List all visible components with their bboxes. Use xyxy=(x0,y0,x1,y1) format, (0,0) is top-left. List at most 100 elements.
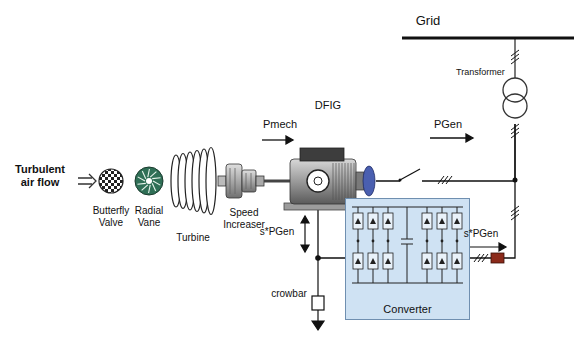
slip-power-arrow xyxy=(301,245,309,252)
radial-vane xyxy=(149,185,151,193)
generator-machine xyxy=(354,163,355,200)
transformer-symbol xyxy=(503,78,527,102)
converter-bridge xyxy=(346,199,469,295)
power-wire xyxy=(318,210,345,258)
airflow-arrow xyxy=(78,178,92,184)
radial-vane xyxy=(138,177,145,181)
generator-machine xyxy=(333,163,354,200)
converter-bridge xyxy=(370,258,376,264)
generator-machine xyxy=(300,148,344,161)
converter-bridge xyxy=(357,240,360,243)
converter-bridge xyxy=(456,240,459,243)
crowbar-symbol xyxy=(312,296,324,310)
radial-vane xyxy=(150,172,156,178)
crowbar-symbol xyxy=(317,258,318,296)
node-label: Converter xyxy=(383,303,431,316)
converter-bridge xyxy=(437,213,447,229)
radial-vane xyxy=(135,167,163,195)
converter-bridge xyxy=(401,207,413,283)
converter-bridge xyxy=(355,258,361,264)
part-label: Pmech xyxy=(258,118,302,131)
part-label: s*PGen xyxy=(452,228,510,240)
converter-bridge xyxy=(439,218,445,224)
junction-dot xyxy=(513,178,518,183)
radial-vane xyxy=(142,171,145,179)
node-label: Transformer xyxy=(456,67,505,77)
speed-increaser xyxy=(256,176,264,186)
converter-box: Converter xyxy=(345,198,470,320)
radial-vane xyxy=(135,167,163,195)
converter-bridge xyxy=(452,253,462,269)
crowbar-symbol xyxy=(312,256,324,330)
turbine-rotor xyxy=(171,148,216,215)
converter-bridge xyxy=(422,253,432,269)
generator-machine xyxy=(345,163,346,200)
converter-bridge xyxy=(424,258,430,264)
power-arrow xyxy=(286,136,293,144)
part-label: Radial Vane xyxy=(130,205,168,228)
radial-vane xyxy=(152,177,160,179)
generator-machine xyxy=(342,163,343,200)
converter-bridge xyxy=(368,253,378,269)
part-label: s*PGen xyxy=(254,226,300,238)
airflow-arrow xyxy=(89,174,96,188)
speed-increaser xyxy=(226,164,242,198)
transformer-node: Transformer xyxy=(452,64,534,124)
power-wire xyxy=(376,124,515,181)
converter-bridge xyxy=(385,258,391,264)
power-arrow xyxy=(466,134,473,142)
crowbar-symbol xyxy=(312,321,324,330)
power-arrow xyxy=(430,134,473,142)
converter-bridge xyxy=(385,218,391,224)
crowbar-symbol xyxy=(316,256,320,260)
radial-vane xyxy=(142,185,148,191)
node-label: DFIG xyxy=(315,99,341,112)
converter-bridge xyxy=(368,213,378,229)
converter-bridge xyxy=(437,253,447,269)
stator-switch xyxy=(400,169,420,180)
converter-bridge xyxy=(424,218,430,224)
converter-bridge xyxy=(383,213,393,229)
radial-vane xyxy=(137,183,145,185)
radial-vane xyxy=(152,183,155,191)
converter-bridge xyxy=(353,253,363,269)
part-label: Turbulent air flow xyxy=(8,163,72,188)
shaft xyxy=(264,180,292,183)
converter-bridge xyxy=(439,258,445,264)
part-label: Turbine xyxy=(168,232,218,244)
converter-bridge xyxy=(383,253,393,269)
converter-bridge xyxy=(422,213,432,229)
generator-machine xyxy=(351,163,352,200)
speed-increaser xyxy=(230,168,251,194)
converter-bridge xyxy=(355,218,361,224)
transformer-symbol xyxy=(503,94,527,118)
slip-power-arrow xyxy=(301,216,309,252)
speed-increaser xyxy=(218,164,264,198)
grid-bus xyxy=(402,37,574,40)
crowbar-symbol xyxy=(317,310,318,322)
three-phase-mark xyxy=(511,124,519,138)
converter-bridge xyxy=(454,218,460,224)
radial-vane xyxy=(137,169,160,193)
generator-machine xyxy=(339,163,340,200)
converter-bridge xyxy=(372,240,375,243)
radial-vane xyxy=(153,181,160,185)
three-phase-mark xyxy=(511,206,519,220)
butterfly-valve xyxy=(99,169,123,193)
generator-machine xyxy=(314,177,322,185)
generator-machine xyxy=(336,163,337,200)
power-arrow xyxy=(262,136,293,144)
transformer-symbol xyxy=(514,38,515,78)
part-label: PGen xyxy=(426,118,470,131)
converter-bridge xyxy=(370,218,376,224)
transformer-symbol xyxy=(503,38,527,118)
part-label: crowbar xyxy=(268,288,310,300)
power-arrow xyxy=(430,137,466,138)
slip-power-arrow xyxy=(499,243,506,251)
generator-machine xyxy=(363,166,375,196)
generator-node: DFIG xyxy=(280,96,376,210)
converter-bridge xyxy=(387,240,390,243)
turbine-rotor xyxy=(206,148,216,215)
power-arrow xyxy=(262,139,286,140)
